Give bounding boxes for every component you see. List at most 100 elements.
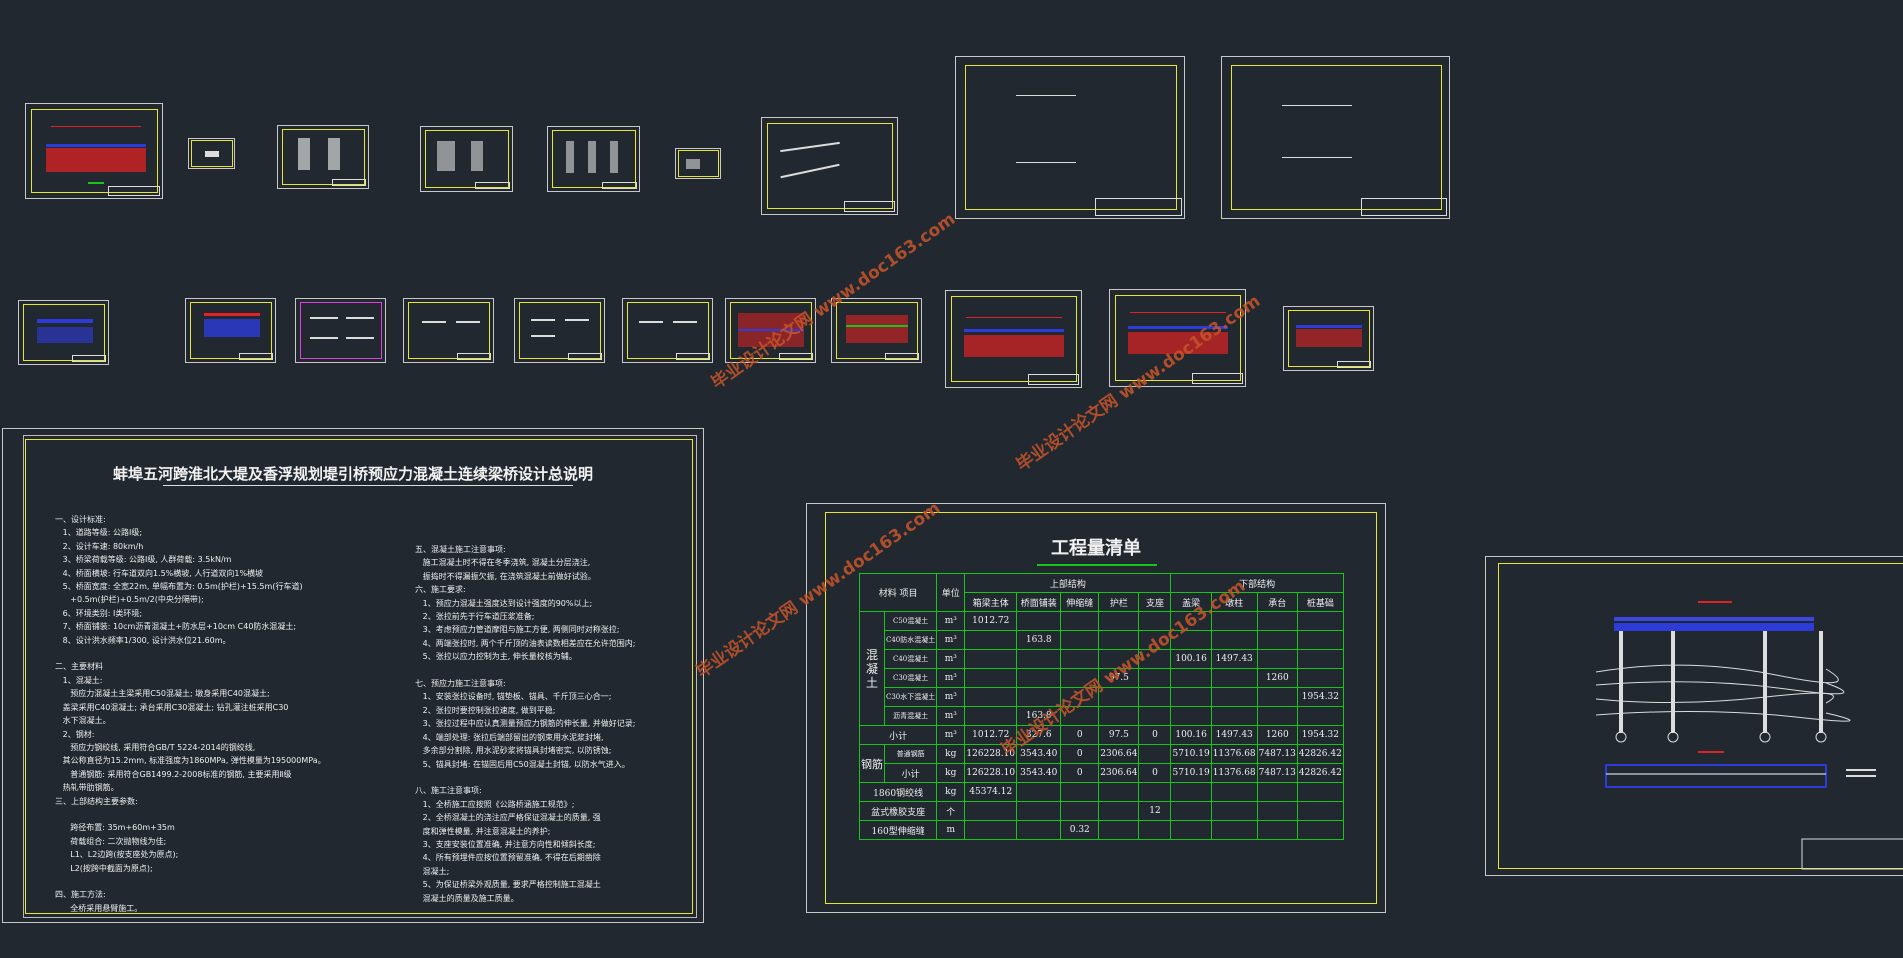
- table-cell: [1210, 801, 1258, 821]
- drawing-sheet-10[interactable]: [18, 300, 109, 365]
- drawing-sheet-6[interactable]: [675, 148, 721, 179]
- table-cell: 5710.19: [1170, 763, 1212, 783]
- right-line: 七、预应力施工注意事项:: [415, 679, 506, 689]
- left-line: 热轧带肋钢筋。: [55, 783, 119, 793]
- table-cell: [1210, 820, 1258, 840]
- left-line: [55, 808, 326, 821]
- right-line: 六、施工要求:: [415, 585, 466, 595]
- drawing-sheet-3[interactable]: [277, 125, 369, 189]
- table-cell: [1210, 706, 1258, 726]
- elevation-sheet[interactable]: [1485, 556, 1903, 876]
- quantity-list-sheet[interactable]: 工程量清单 材料 项目单位上部结构下部结构箱梁主体桥面铺装伸缩缝护栏支座盖梁墩柱…: [806, 503, 1386, 913]
- table-cell: 单位: [936, 573, 966, 612]
- drawing-sheet-2[interactable]: [188, 138, 235, 169]
- left-line: 普通钢筋: 采用符合GB1499.2-2008标准的钢筋, 主要采用Ⅱ级: [55, 769, 292, 779]
- left-line: L2(按跨中截面为原点);: [55, 863, 153, 873]
- table-cell: [1016, 820, 1062, 840]
- left-line: 1、混凝土:: [55, 675, 103, 685]
- right-line: 3、张拉过程中应认真测量预应力钢筋的伸长量, 并做好记录;: [415, 719, 636, 729]
- table-cell: [1016, 668, 1062, 688]
- drawing-sheet-11[interactable]: [185, 298, 276, 363]
- table-cell: 126228.10: [964, 763, 1018, 783]
- right-line: 3、考虑预应力管道摩阻与施工方便, 两侧同时对称张拉;: [415, 625, 620, 635]
- right-line: 4、两端张拉时, 两个千斤顶的油表读数相差应在允许范围内;: [415, 638, 636, 648]
- drawing-sheet-19[interactable]: [1109, 289, 1246, 387]
- right-line: 2、张拉前先于行车道压浆准备;: [415, 612, 535, 622]
- left-line: 水下混凝土。: [55, 716, 111, 726]
- table-cell: 45374.12: [964, 782, 1018, 802]
- drawing-sheet-14[interactable]: [514, 298, 605, 363]
- table-cell: [964, 668, 1018, 688]
- left-line: L1、L2边跨(按支座处为原点);: [55, 850, 179, 860]
- table-cell: [1210, 687, 1258, 707]
- table-cell: 材料 项目: [858, 573, 938, 612]
- table-cell: 桩基础: [1296, 592, 1344, 612]
- table-cell: 7487.13: [1256, 744, 1298, 764]
- table-cell: [1256, 649, 1298, 669]
- drawing-sheet-7[interactable]: [761, 117, 898, 215]
- drawing-sheet-8[interactable]: [955, 56, 1185, 219]
- drawing-sheet-13[interactable]: [403, 298, 494, 363]
- table-cell: 支座: [1138, 592, 1172, 612]
- table-cell: 97.5: [1098, 668, 1140, 688]
- table-cell: [1296, 820, 1344, 840]
- left-line: 1、道路等级: 公路Ⅰ级;: [55, 528, 143, 538]
- table-cell: 12: [1138, 801, 1172, 821]
- table-cell: m³: [936, 725, 966, 745]
- drawing-sheet-15[interactable]: [622, 298, 713, 363]
- table-cell: 11376.68: [1210, 744, 1258, 764]
- table-cell: [1060, 801, 1100, 821]
- table-cell: 160型伸缩缝: [858, 820, 938, 840]
- table-cell: m³: [936, 630, 966, 650]
- right-line: 3、支座安装位置准确, 并注意方向性和倾斜长度;: [415, 839, 596, 849]
- table-cell: 1012.72: [964, 611, 1018, 631]
- table-cell: 0: [1138, 763, 1172, 783]
- drawing-sheet-18[interactable]: [945, 290, 1082, 388]
- drawing-sheet-16[interactable]: [725, 298, 816, 363]
- table-cell: [1170, 668, 1212, 688]
- table-cell: [1256, 801, 1298, 821]
- table-cell: 1497.43: [1210, 725, 1258, 745]
- table-cell: [1098, 611, 1140, 631]
- table-cell: m³: [936, 668, 966, 688]
- table-cell: [1138, 706, 1172, 726]
- table-cell: [1296, 801, 1344, 821]
- table-cell: 钢筋: [859, 744, 885, 783]
- table-cell: C30混凝土: [883, 668, 938, 688]
- table-cell: [1210, 668, 1258, 688]
- table-cell: [1138, 744, 1172, 764]
- left-line: 3、桥梁荷载等级: 公路Ⅰ级, 人群荷载: 3.5kN/m: [55, 555, 232, 565]
- right-line: 八、施工注意事项:: [415, 786, 482, 796]
- table-cell: [1256, 820, 1298, 840]
- table-cell: 个: [936, 801, 966, 821]
- table-cell: [1138, 668, 1172, 688]
- table-cell: m: [936, 820, 966, 840]
- design-notes-sheet[interactable]: 蚌埠五河跨淮北大堤及香浮规划堤引桥预应力混凝土连续梁桥设计总说明 一、设计标准:…: [2, 428, 704, 923]
- table-cell: [1170, 782, 1212, 802]
- drawing-sheet-9[interactable]: [1221, 56, 1450, 219]
- left-line: 荷载组合: 二次抛物线为佳;: [55, 836, 167, 846]
- table-cell: [1296, 782, 1344, 802]
- table-cell: 0.32: [1060, 820, 1100, 840]
- right-line: 5、为保证桥梁外观质量, 要求严格控制施工混凝土: [415, 880, 601, 890]
- table-cell: 1260: [1256, 668, 1298, 688]
- drawing-sheet-5[interactable]: [547, 126, 640, 192]
- table-row: 材料 项目单位上部结构下部结构: [858, 573, 1384, 612]
- table-cell: [1016, 649, 1062, 669]
- right-line: 1、预应力混凝土强度达到设计强度的90%以上;: [415, 598, 593, 608]
- drawing-sheet-4[interactable]: [420, 126, 513, 192]
- drawing-sheet-1[interactable]: [25, 103, 163, 199]
- drawing-sheet-20[interactable]: [1283, 306, 1374, 371]
- drawing-sheet-17[interactable]: [831, 298, 922, 363]
- drawing-sheet-12[interactable]: [295, 298, 386, 363]
- table-cell: [1170, 687, 1212, 707]
- table-cell: 163.8: [1016, 630, 1062, 650]
- table-cell: m³: [936, 649, 966, 669]
- left-line: 预应力混凝土主梁采用C50混凝土; 墩身采用C40混凝土;: [55, 689, 270, 699]
